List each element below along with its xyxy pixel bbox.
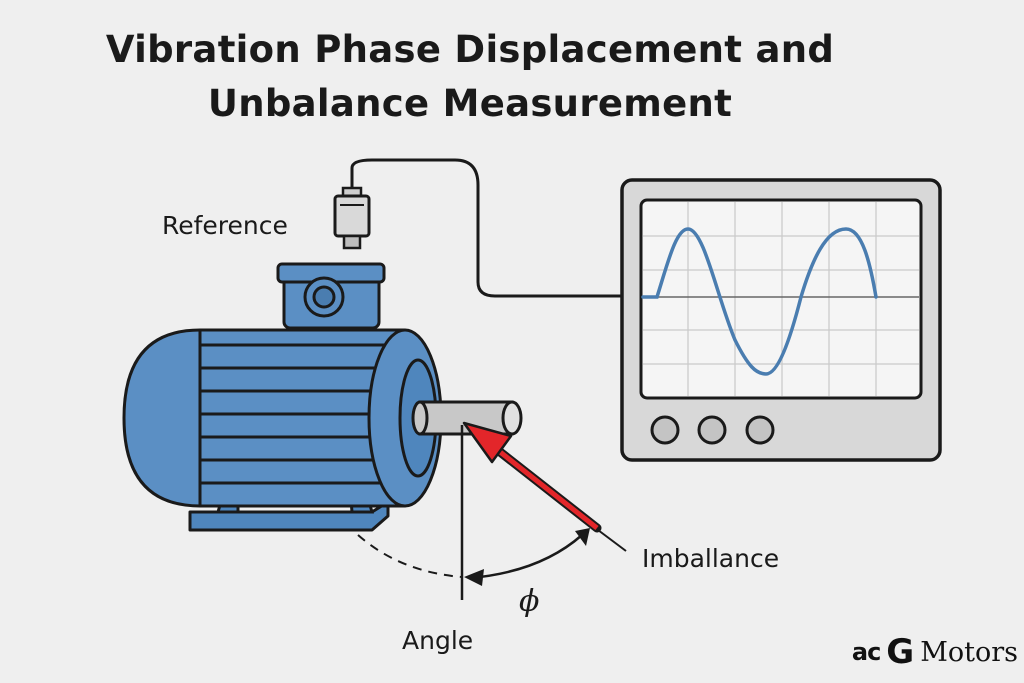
- brand-logo: ac G Motors: [852, 632, 1018, 672]
- knob-3: [745, 415, 775, 445]
- gear-logo-icon: G: [886, 632, 915, 672]
- oscilloscope-icon: [620, 178, 942, 462]
- reference-label: Reference: [162, 211, 288, 240]
- waveform: [641, 227, 878, 376]
- arc-arrowhead-right: [575, 528, 590, 546]
- oscilloscope-grid: [643, 202, 919, 396]
- shaft: [411, 400, 523, 436]
- knob-1: [650, 415, 680, 445]
- title-line-2: Unbalance Measurement: [207, 82, 733, 125]
- knob-2: [697, 415, 727, 445]
- sensor-icon: [333, 186, 371, 250]
- title-line-1: Vibration Phase Displacement and: [105, 28, 835, 71]
- angle-arc-dashed: [357, 534, 463, 578]
- imbalance-arrow: [462, 421, 602, 533]
- sensor-cable: [350, 158, 624, 298]
- logo-name: Motors: [920, 636, 1018, 668]
- arc-arrowhead-left: [464, 569, 484, 586]
- angle-label: Angle: [402, 626, 474, 655]
- imbalance-label: Imballance: [642, 544, 780, 573]
- logo-prefix: ac: [851, 638, 881, 666]
- phase-angle-arc: [469, 534, 583, 580]
- phase-symbol: ϕ: [519, 584, 540, 619]
- imbalance-leader: [597, 529, 627, 552]
- motor-icon: [122, 262, 443, 532]
